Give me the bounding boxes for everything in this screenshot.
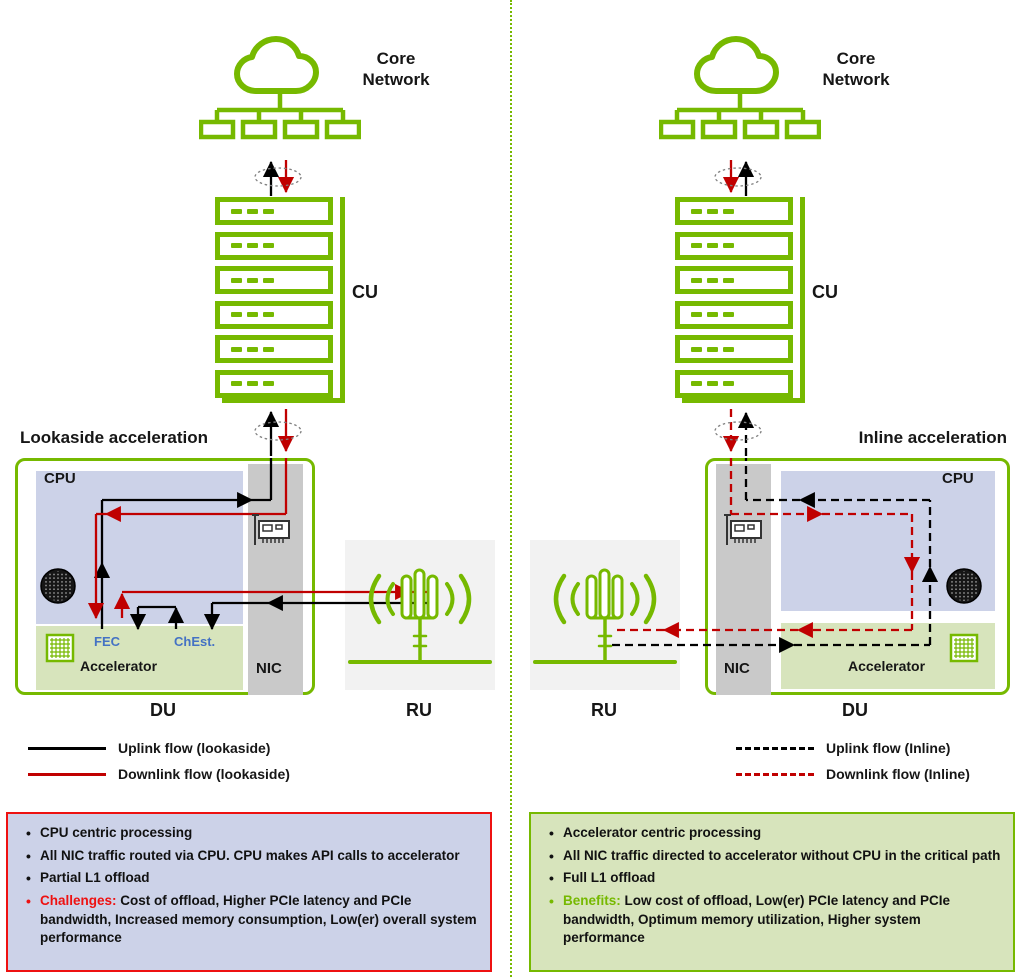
cu-rack-rail (222, 398, 345, 403)
cu-rack-rail (682, 398, 805, 403)
cu-rack-rail (340, 197, 345, 403)
legend-label: Uplink flow (lookaside) (118, 740, 271, 756)
note-item: All NIC traffic routed via CPU. CPU make… (26, 847, 478, 866)
cu-label-right: CU (812, 282, 838, 302)
nic-card-icon-left (252, 514, 290, 545)
cpu-label-right: CPU (942, 470, 974, 487)
note-item: CPU centric processing (26, 824, 478, 843)
section-title-lookaside: Lookaside acceleration (20, 428, 209, 447)
core-network-icon-right (659, 36, 821, 140)
du-label-left: DU (150, 700, 176, 720)
nic-card-icon-right (724, 514, 762, 545)
note-item: Full L1 offload (549, 869, 1001, 888)
fec-label: FEC (94, 634, 120, 649)
accelerator-label-right: Accelerator (848, 658, 926, 674)
server-row (675, 197, 793, 225)
inline-notes-box: Accelerator centric processing All NIC t… (529, 812, 1015, 972)
core-network-label-right: Core Network (822, 49, 890, 90)
lookaside-notes-list: CPU centric processing All NIC traffic r… (20, 824, 478, 948)
note-item-challenges: Challenges: Cost of offload, Higher PCIe… (26, 892, 478, 948)
ru-label-left: RU (406, 700, 432, 720)
server-row (215, 197, 333, 225)
cloud-icon (694, 36, 779, 94)
server-row (675, 335, 793, 363)
section-title-inline: Inline acceleration (858, 428, 1007, 447)
ru-antenna-icon-right (533, 568, 677, 664)
note-item: All NIC traffic directed to accelerator … (549, 847, 1001, 866)
uplink-dashed-line-sample (736, 746, 814, 750)
server-row (215, 369, 333, 398)
server-row (215, 266, 333, 294)
legend-downlink-inline: Downlink flow (Inline) (736, 766, 970, 782)
du-label-right: DU (842, 700, 868, 720)
cpu-label-left: CPU (44, 470, 76, 487)
note-item: Accelerator centric processing (549, 824, 1001, 843)
server-row (215, 335, 333, 363)
legend-downlink-lookaside: Downlink flow (lookaside) (28, 766, 290, 782)
legend-uplink-lookaside: Uplink flow (lookaside) (28, 740, 270, 756)
ru-label-right: RU (591, 700, 617, 720)
nic-label-left: NIC (256, 660, 282, 677)
server-row (675, 231, 793, 260)
downlink-line-sample (28, 772, 106, 776)
core-network-label-left: Core Network (362, 49, 430, 90)
legend-label: Downlink flow (lookaside) (118, 766, 290, 782)
accelerator-label-left: Accelerator (80, 658, 158, 674)
core-network-icon-left (199, 36, 361, 140)
center-divider (510, 0, 512, 977)
legend-label: Downlink flow (Inline) (826, 766, 970, 782)
nic-label-right: NIC (724, 660, 750, 677)
cpu-die-icon-right (946, 568, 982, 604)
chest-label: ChEst. (174, 634, 216, 649)
server-row (215, 231, 333, 260)
cu-server-stack-left (215, 197, 333, 398)
network-switch-icon (199, 91, 361, 140)
legend-label: Uplink flow (Inline) (826, 740, 951, 756)
nic-strip-left (248, 464, 303, 695)
legend-uplink-inline: Uplink flow (Inline) (736, 740, 950, 756)
server-row (215, 300, 333, 329)
cu-server-stack-right (675, 197, 793, 398)
network-switch-icon (659, 91, 821, 140)
lookaside-notes-box: CPU centric processing All NIC traffic r… (6, 812, 492, 972)
accelerator-chip-icon-right (949, 633, 979, 663)
server-row (675, 266, 793, 294)
uplink-line-sample (28, 746, 106, 750)
inline-notes-list: Accelerator centric processing All NIC t… (543, 824, 1001, 948)
server-row (675, 369, 793, 398)
ru-antenna-icon-left (348, 568, 492, 664)
cu-label-left: CU (352, 282, 378, 302)
note-item: Partial L1 offload (26, 869, 478, 888)
accelerator-chip-icon-left (45, 633, 75, 663)
cu-rack-rail (800, 197, 805, 403)
downlink-dashed-line-sample (736, 772, 814, 776)
cpu-die-icon-left (40, 568, 76, 604)
server-row (675, 300, 793, 329)
cloud-icon (234, 36, 319, 94)
note-item-benefits: Benefits: Low cost of offload, Low(er) P… (549, 892, 1001, 948)
nic-strip-right (716, 464, 771, 695)
